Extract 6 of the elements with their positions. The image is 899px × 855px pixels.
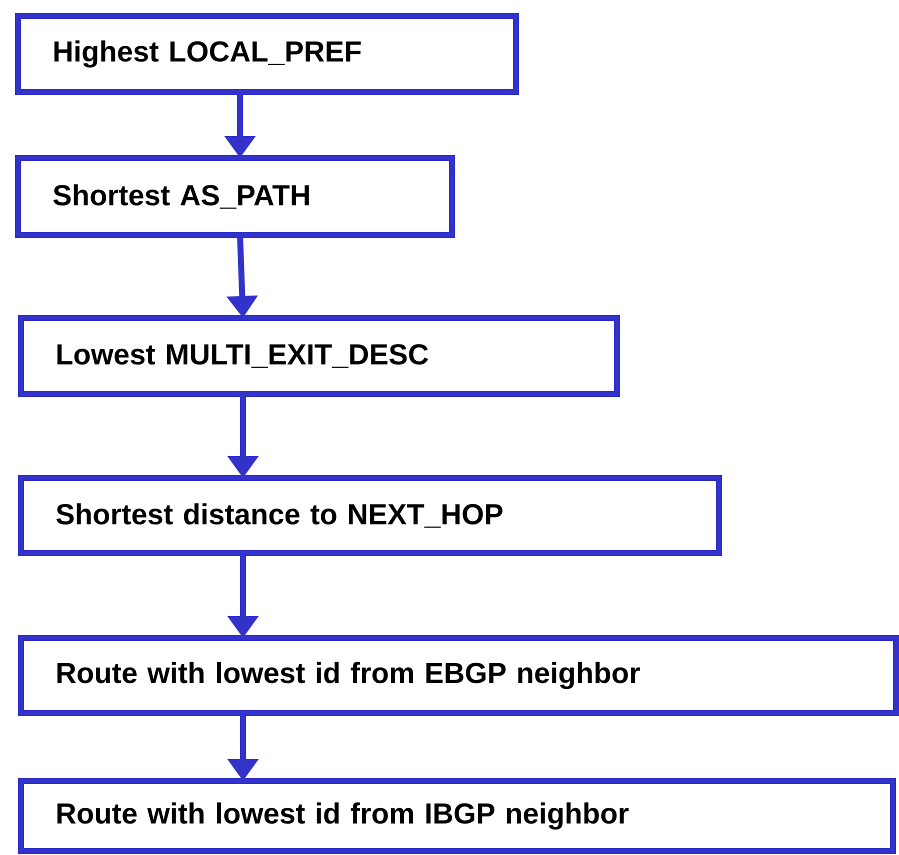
process-box: Shortest AS_PATH — [15, 155, 455, 238]
process-box: Lowest MULTI_EXIT_DESC — [18, 315, 620, 397]
process-box: Shortest distance to NEXT_HOP — [18, 475, 722, 556]
process-box: Highest LOCAL_PREF — [15, 13, 519, 95]
process-box: Route with lowest id from IBGP neighbor — [18, 778, 896, 854]
process-box: Route with lowest id from EBGP neighbor — [18, 635, 899, 716]
